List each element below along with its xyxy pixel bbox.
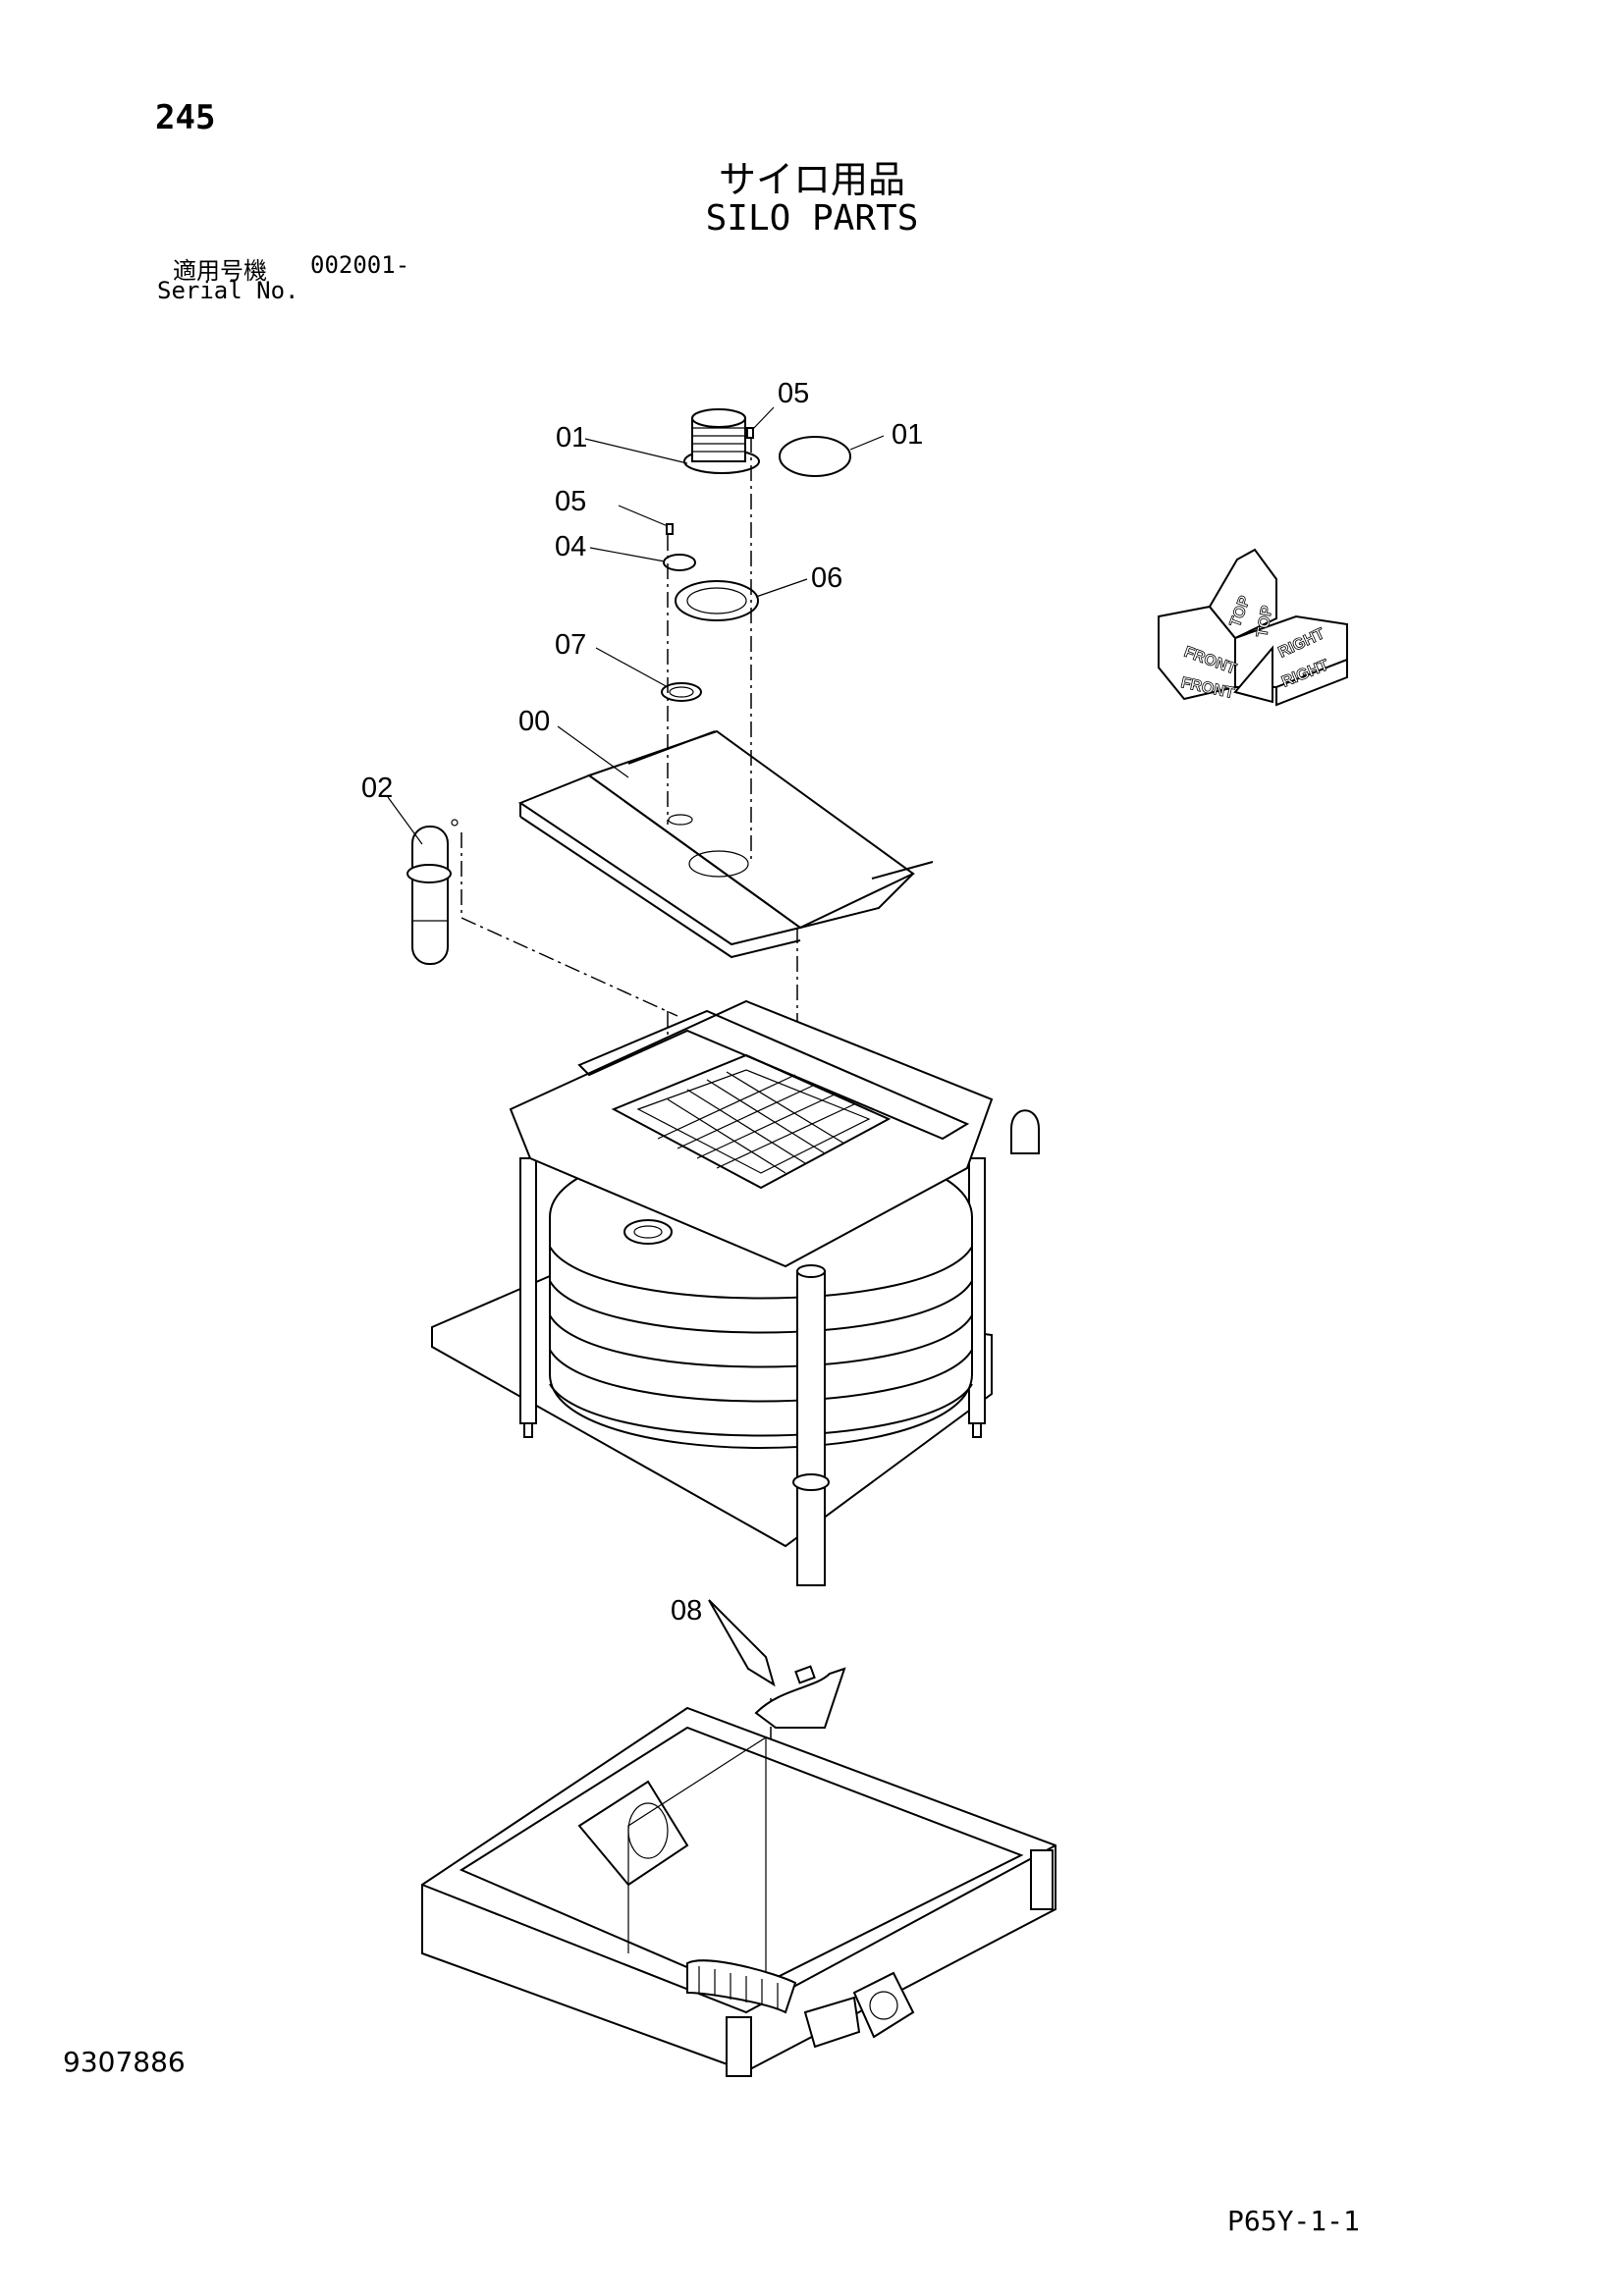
callout-label: 05 (555, 486, 586, 517)
orientation-label: TOP (1254, 604, 1275, 638)
bolt-part (666, 427, 754, 535)
orientation-icon: FRONT TOP RIGHT FRONT TOP RIGHT (1158, 548, 1348, 707)
sheet-code: P65Y-1-1 (1227, 2205, 1360, 2237)
serial-label-english: Serial No. (157, 277, 299, 304)
serial-label-japanese: 適用号機 (173, 257, 267, 285)
silo-body-assembly (431, 999, 1040, 1586)
callout-label: 05 (778, 378, 809, 409)
callout-label: 02 (361, 773, 393, 804)
serial-range: 002001- (310, 251, 410, 279)
document-number: 9307886 (63, 2046, 186, 2078)
chute-part (754, 1665, 846, 1729)
cover-plate-part (779, 436, 851, 477)
leader-lines (387, 406, 885, 1687)
washer-part (663, 554, 696, 571)
page-title-japanese: サイロ用品 (718, 158, 905, 201)
callout-label: 07 (555, 629, 586, 661)
seal-ring-part (661, 682, 702, 702)
top-panel-part (517, 729, 934, 959)
callout-label: 01 (556, 422, 587, 454)
callout-label: 06 (811, 562, 842, 594)
bottom-frame-assembly (421, 1706, 1056, 2077)
page-number: 245 (155, 98, 216, 137)
tube-cover-part (406, 819, 459, 965)
callout-label: 08 (671, 1595, 702, 1627)
gasket-part (675, 580, 759, 621)
filler-neck-part (683, 408, 760, 474)
callout-label: 04 (555, 531, 586, 562)
callout-label: 00 (518, 706, 550, 737)
callout-label: 01 (892, 419, 923, 451)
page-title-english: SILO PARTS (705, 198, 919, 239)
